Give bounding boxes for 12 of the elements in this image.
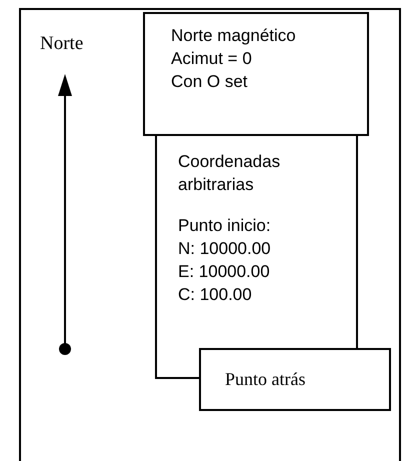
box-text: Punto inicio:	[178, 215, 271, 237]
box-text: C: 100.00	[178, 284, 252, 306]
north-label: Norte	[40, 33, 84, 55]
box-text: Norte magnético	[171, 25, 296, 47]
box-text: Con O set	[171, 71, 248, 93]
box-text: N: 10000.00	[178, 238, 271, 260]
box-text: E: 10000.00	[178, 261, 270, 283]
text-box	[199, 348, 391, 411]
text-box	[143, 12, 369, 136]
box-text: Coordenadas arbitrarias	[178, 151, 282, 196]
box-text: Punto atrás	[225, 368, 306, 390]
box-text: Acimut = 0	[171, 48, 252, 70]
